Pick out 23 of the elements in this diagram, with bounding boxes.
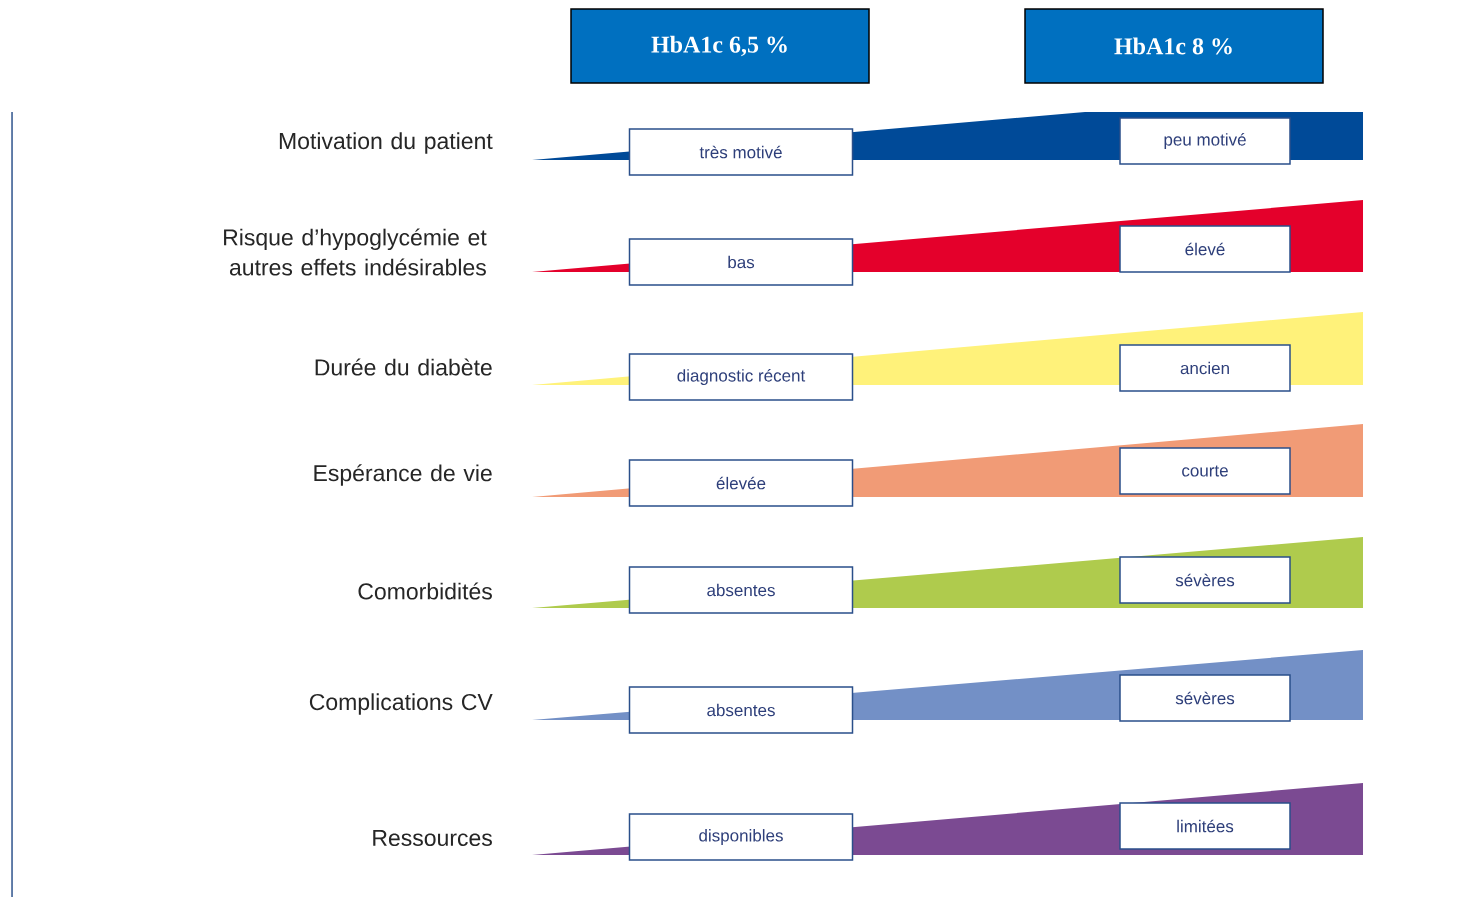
row-label: Ressources [373,829,492,846]
value-box: sévères [1119,556,1291,604]
value-box: élevé [1119,225,1291,273]
row-label: Espérance de vie [314,464,492,486]
value-box: absentes [628,566,854,614]
row-label: Motivation du patient [279,132,493,154]
value-box: limitées [1119,802,1291,850]
row-label: Risque d’hypoglycémie et autres effets indésirables [224,228,487,276]
value-box: sévères [1119,674,1291,722]
value-box: peu motivé [1119,117,1291,165]
value-box: ancien [1119,344,1291,392]
row-label: Complications CV [309,693,493,715]
header-box: HbA1c 6,5 % [570,8,870,84]
value-box: courte [1119,447,1291,495]
value-box: diagnostic récent [628,353,854,401]
header-box: HbA1c 8 % [1024,8,1324,84]
value-box: absentes [628,686,854,734]
row-label: Comorbidités [358,582,492,600]
value-box: très motivé [628,128,854,176]
value-box: bas [628,238,854,286]
value-box: élevée [628,459,854,507]
row-label: Durée du diabète [315,358,492,376]
value-box: disponibles [628,813,854,861]
